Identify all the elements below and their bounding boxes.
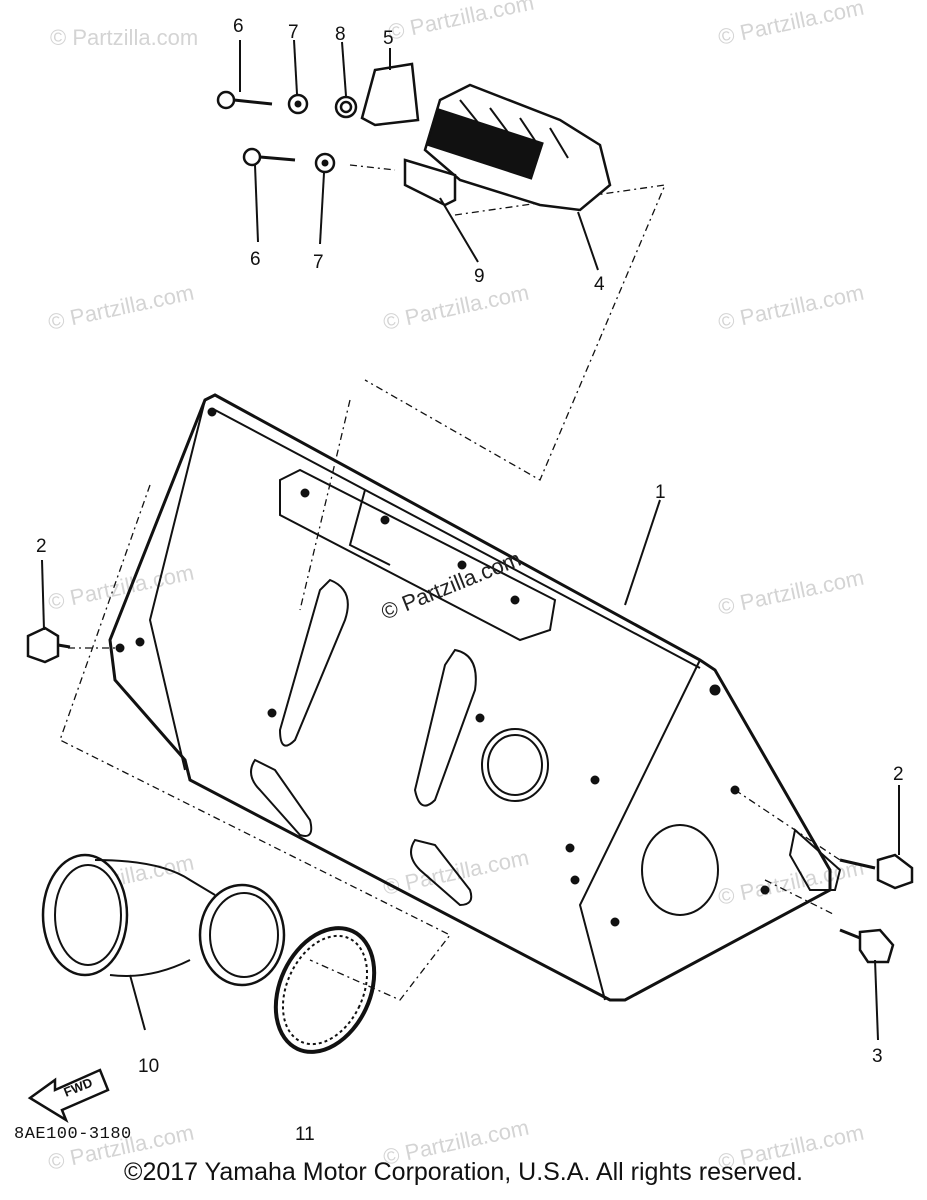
collar-part-8 <box>334 95 358 119</box>
hole <box>730 785 740 795</box>
watermark: © Partzilla.com <box>716 855 866 910</box>
hole <box>380 515 390 525</box>
hole <box>610 917 620 927</box>
screw-shank <box>259 155 296 162</box>
hole <box>115 643 125 653</box>
callout-7-lower: 7 <box>313 252 324 273</box>
bolt-2-leader <box>734 789 841 861</box>
callout-2-right: 2 <box>893 764 904 785</box>
screw-upper <box>216 90 273 110</box>
bracket-panel <box>108 393 842 1002</box>
panel-hole-center-inner <box>487 734 543 796</box>
watermark: © Partzilla.com <box>716 0 866 50</box>
mount-plate <box>279 468 557 642</box>
watermark: © Partzilla.com <box>386 0 536 45</box>
watermark: © Partzilla.com <box>50 25 198 50</box>
slot-2 <box>413 648 477 807</box>
screw-head <box>216 90 236 110</box>
hole <box>590 775 600 785</box>
callout-3: 3 <box>872 1046 883 1067</box>
hole <box>475 713 485 723</box>
hole <box>267 708 277 718</box>
copyright-notice: ©2017 Yamaha Motor Corporation, U.S.A. A… <box>124 1158 803 1186</box>
bolt-2-right <box>839 853 914 890</box>
panel-left-flange <box>148 399 206 771</box>
callout-2-left: 2 <box>36 536 47 557</box>
screw-lower <box>242 147 296 167</box>
collar-part-9 <box>403 158 457 207</box>
hole <box>709 684 721 696</box>
washer-upper-7 <box>287 93 309 115</box>
watermark: © Partzilla.com <box>46 280 196 335</box>
slot-3 <box>250 758 313 837</box>
fwd-arrow-icon <box>27 1068 110 1124</box>
callout-7-upper: 7 <box>288 22 299 43</box>
callout-5: 5 <box>383 28 394 49</box>
panel-hole-right <box>641 824 719 916</box>
panel-top-edge <box>214 409 701 669</box>
bolt-head <box>858 928 895 964</box>
slot-4 <box>410 838 473 907</box>
leader-lines <box>41 39 900 1041</box>
air-joint-part-10 <box>41 853 286 987</box>
callout-4: 4 <box>594 274 605 295</box>
forward-arrow: FWD <box>27 1068 110 1124</box>
hole <box>510 595 520 605</box>
hole <box>300 488 310 498</box>
rectifier-fins <box>459 99 569 159</box>
callout-9: 9 <box>474 266 485 287</box>
ring-seal-part-11 <box>273 926 377 1054</box>
callout-8: 8 <box>335 24 346 45</box>
joint-body <box>94 859 216 977</box>
diagram-code: 8AE100-3180 <box>14 1125 132 1144</box>
hole <box>760 885 770 895</box>
joint-outer-ring <box>41 853 129 977</box>
screw-shank <box>233 98 273 106</box>
bolt-3-leader <box>764 879 836 916</box>
panel-tab-right <box>788 828 842 891</box>
panel-boundary-left <box>59 484 451 1001</box>
rectifier-boundary <box>364 184 667 481</box>
bolt-2-left <box>26 626 71 664</box>
hole <box>570 875 580 885</box>
joint-end-ring <box>198 883 286 987</box>
watermark: © Partzilla.com <box>716 565 866 620</box>
panel-hole-center <box>481 728 549 802</box>
bolt-head <box>876 853 914 890</box>
plate-part-5 <box>360 62 420 127</box>
bolt-3 <box>839 928 895 964</box>
hole <box>457 560 467 570</box>
slot-1 <box>278 578 349 747</box>
screw-head <box>242 147 262 167</box>
hole <box>565 843 575 853</box>
watermark: © Partzilla.com <box>381 280 531 335</box>
joint-end-inner <box>209 892 279 978</box>
panel-fold-line <box>578 659 701 1001</box>
hole <box>135 637 145 647</box>
watermark: © Partzilla.com <box>716 280 866 335</box>
bolt-shank <box>839 928 861 940</box>
watermark-center: © Partzilla.com <box>378 546 525 625</box>
collar-leader <box>349 164 396 171</box>
hole <box>207 407 217 417</box>
panel-boundary-top <box>299 399 351 611</box>
callout-11: 11 <box>295 1124 315 1145</box>
bolt-head <box>26 626 60 664</box>
callout-10: 10 <box>138 1056 159 1077</box>
rectifier-connector <box>426 108 544 180</box>
bolt-shank <box>839 858 876 870</box>
callout-6-upper: 6 <box>233 16 244 37</box>
rectifier-regulator <box>423 83 612 212</box>
joint-inner-ring <box>54 864 122 966</box>
callout-numbers: 6 7 8 5 6 7 9 4 1 2 2 3 10 11 <box>36 16 904 1145</box>
callout-1: 1 <box>655 482 666 503</box>
callout-6-lower: 6 <box>250 249 261 270</box>
washer-lower-7 <box>314 152 336 174</box>
bolt-shank <box>57 643 71 649</box>
mount-bracket <box>348 489 391 566</box>
